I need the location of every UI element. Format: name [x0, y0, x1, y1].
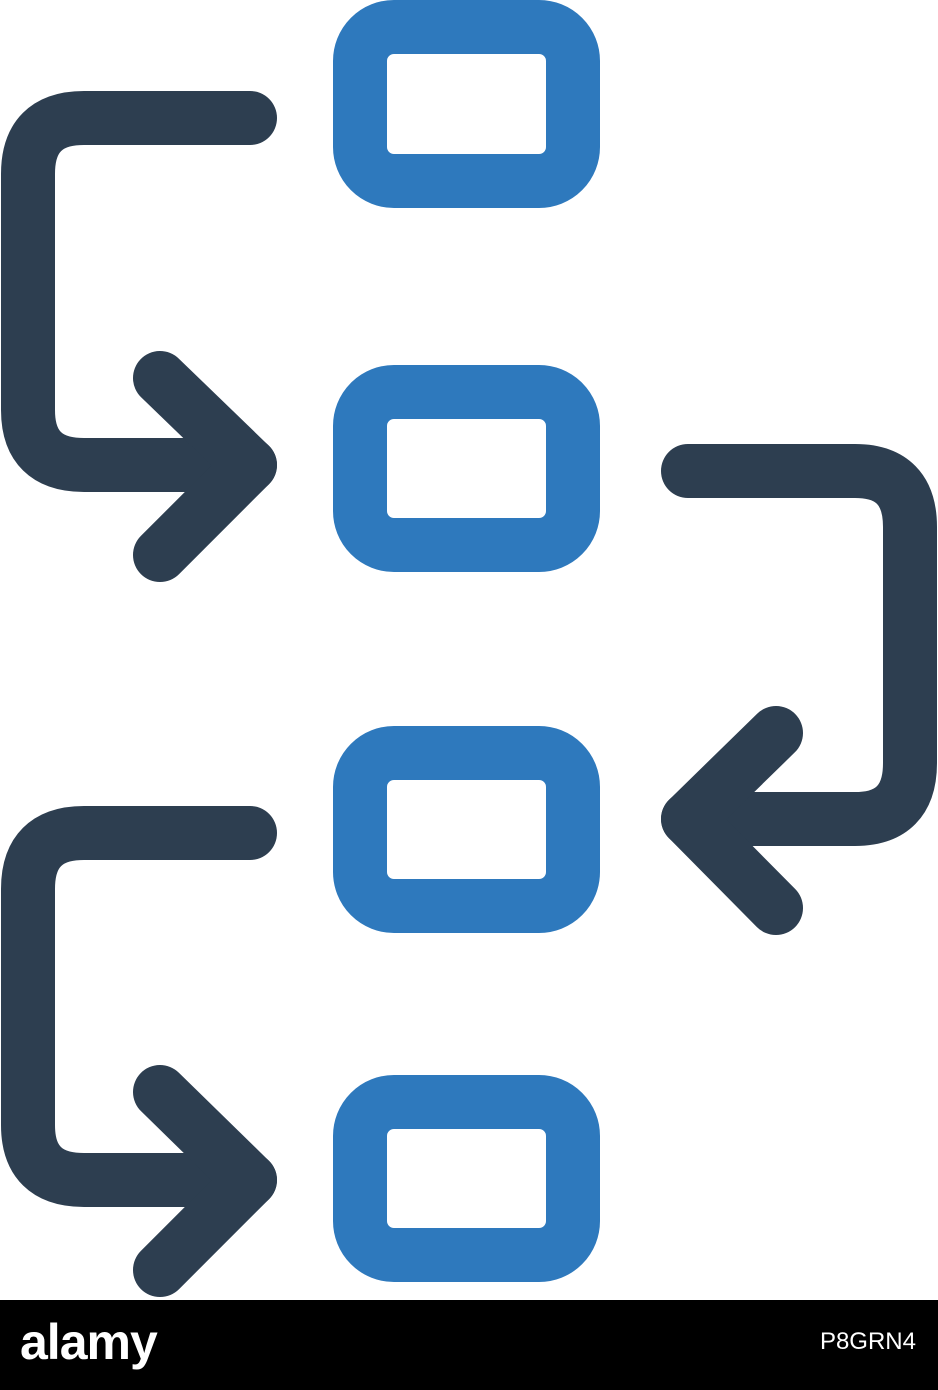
watermark-footer-bar: alamy P8GRN4 [0, 1300, 938, 1390]
arrow-1-head [133, 351, 277, 582]
arrow-2-head [661, 706, 803, 935]
workflow-icon [1, 0, 937, 1297]
arrow-1-line [1, 91, 277, 492]
arrow-3-line [1, 806, 277, 1207]
arrow-3-head [133, 1065, 277, 1297]
process-box-3 [333, 726, 600, 933]
arrow-2-line [661, 444, 937, 846]
process-box-4 [333, 1075, 600, 1282]
workflow-diagram-svg [1, 0, 937, 1297]
arrow-step-1-to-2 [1, 91, 277, 582]
arrow-step-2-to-3 [661, 444, 937, 935]
image-id-label: P8GRN4 [819, 1328, 916, 1355]
alamy-logo: alamy [20, 1314, 158, 1370]
arrow-step-3-to-4 [1, 806, 277, 1297]
process-box-1 [333, 0, 600, 208]
process-box-2 [333, 365, 600, 572]
